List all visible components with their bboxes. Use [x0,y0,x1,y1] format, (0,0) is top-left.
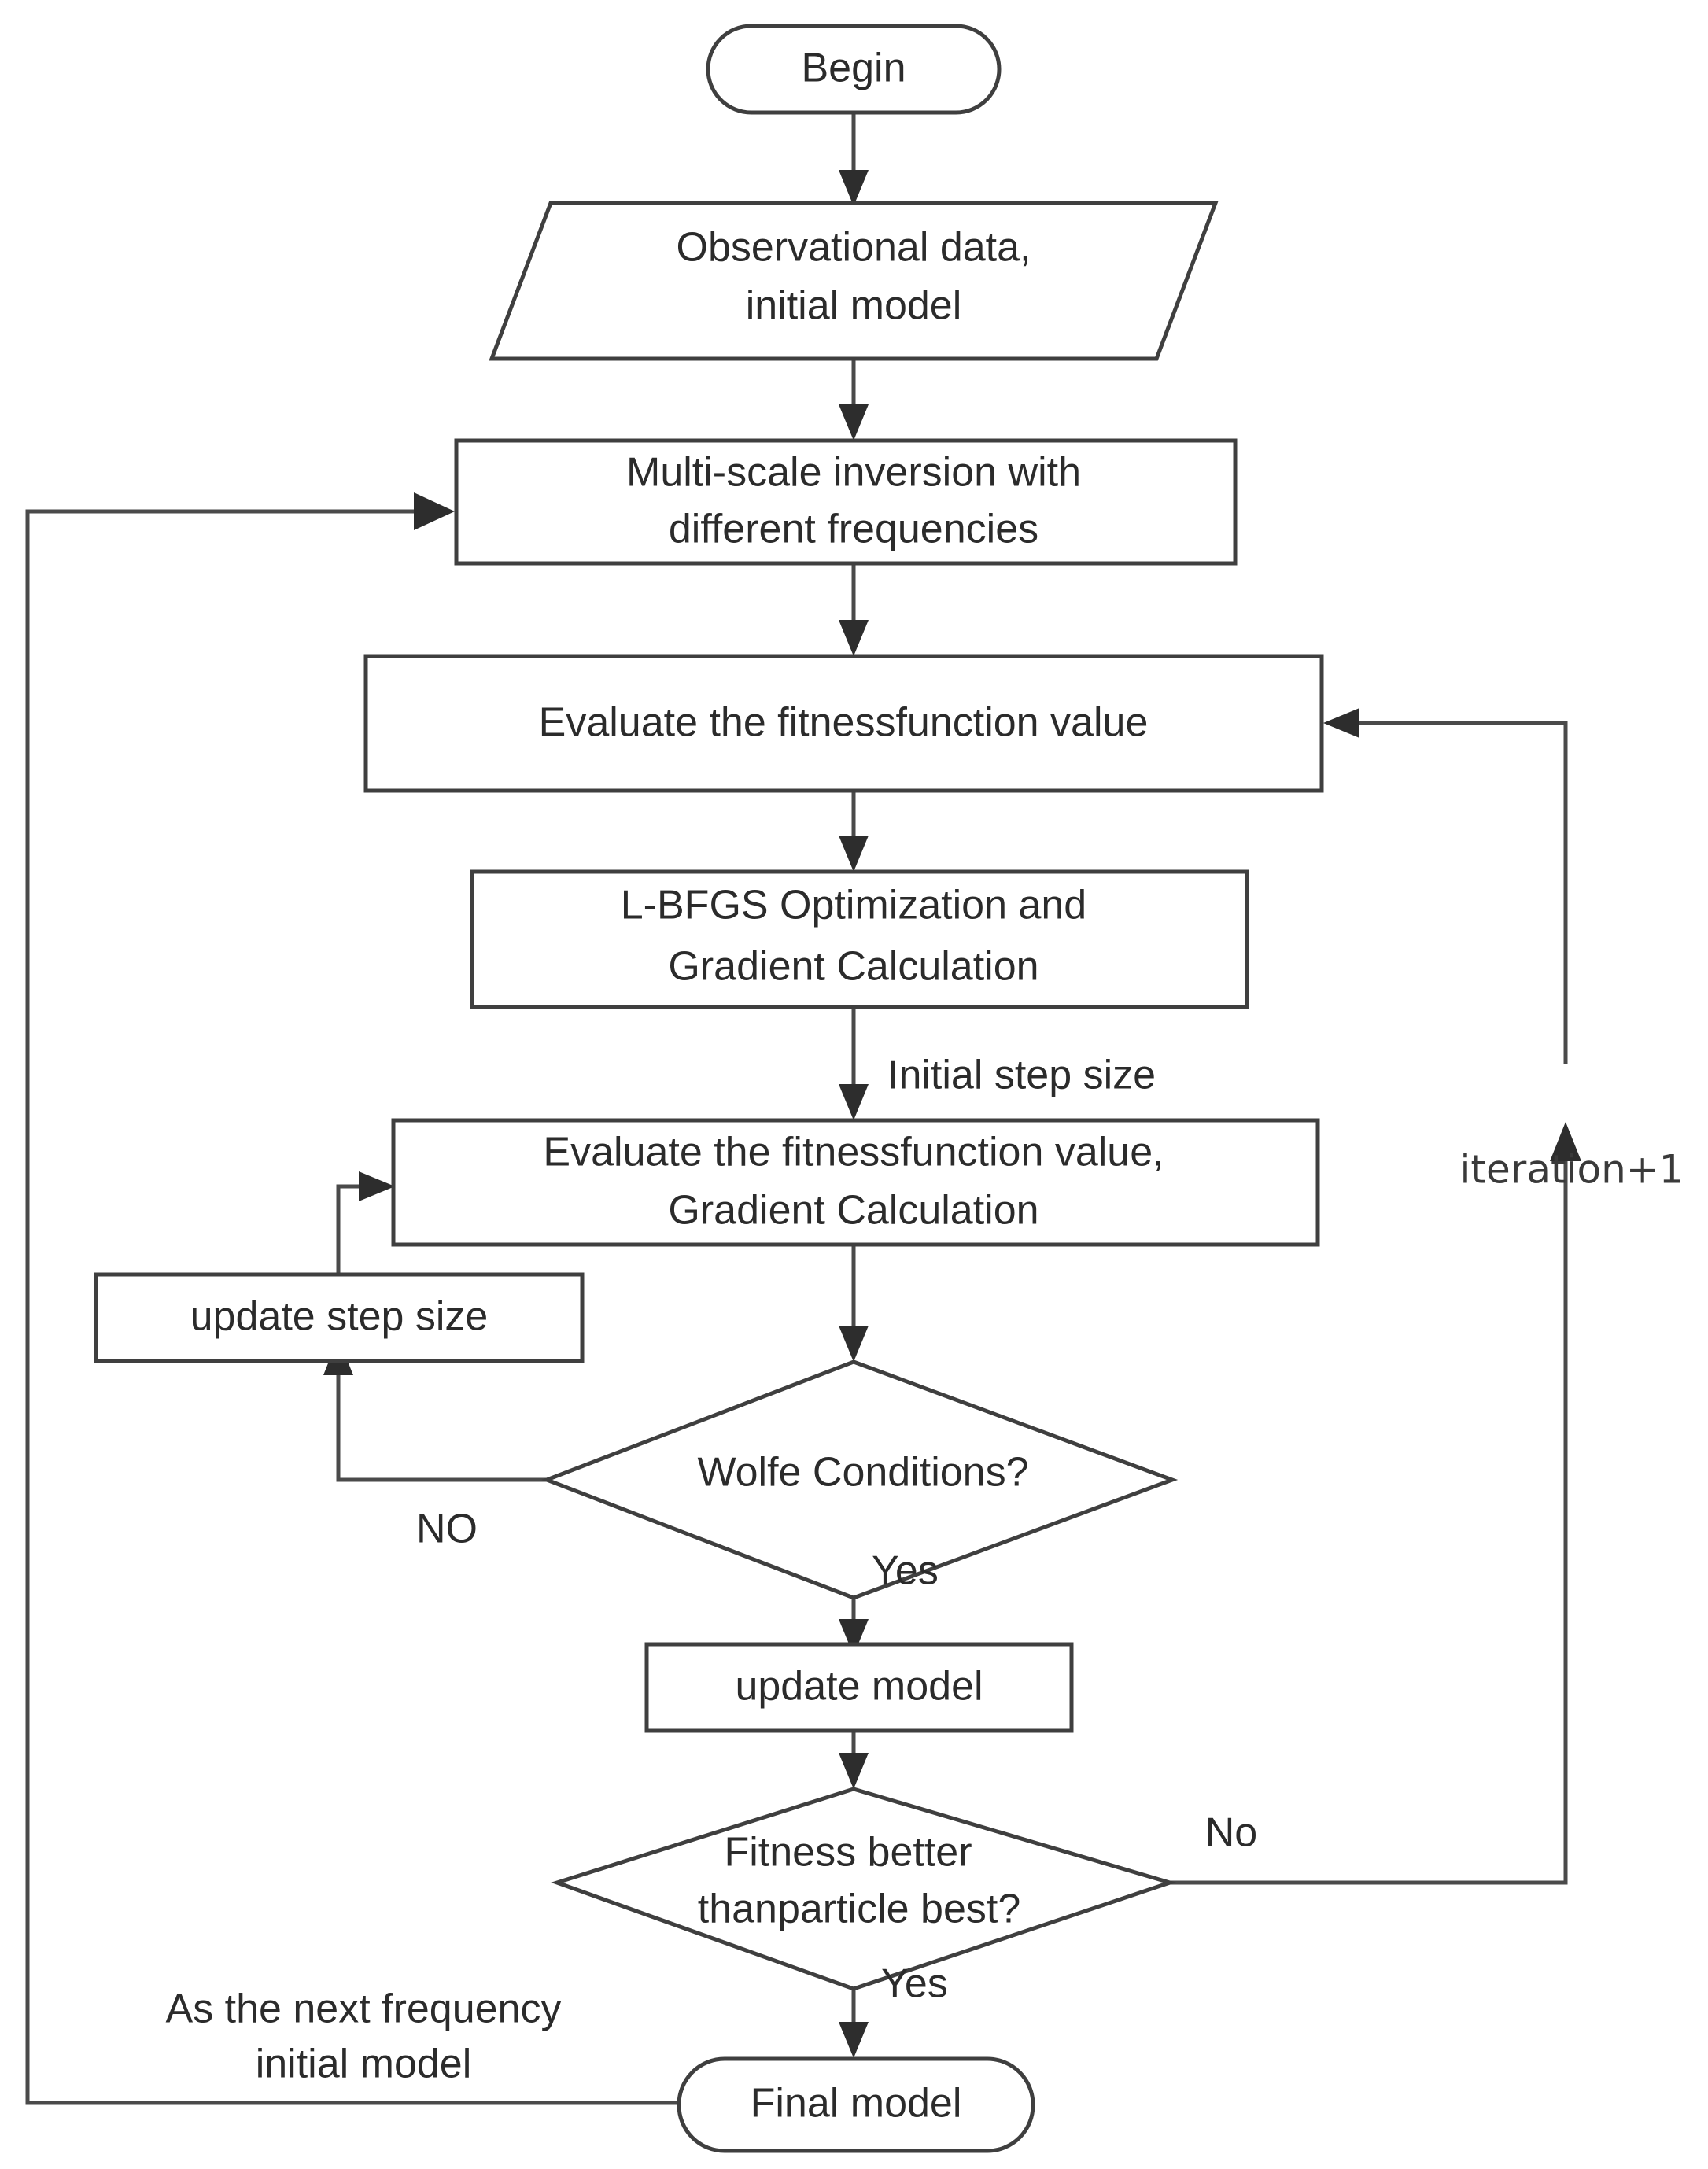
node-final-model-label: Final model [751,2081,962,2127]
node-evaluate2-label-line2: Gradient Calculation [668,1188,1038,1234]
edge-wolfe-yes-to-update-model [839,1597,869,1655]
edge-fitness-yes-to-final-model [839,1989,869,2058]
edge-label-iteration-increment: iteration+1 [1460,1147,1684,1193]
node-fitness-label-line1: Fitness better [724,1830,972,1876]
node-update-model[interactable]: update model [644,1642,1074,1733]
node-update-model-label: update model [735,1664,983,1710]
edge-label-initial-step-size: Initial step size [887,1053,1156,1098]
node-lbfgs-label-line1: L-BFGS Optimization and [621,883,1086,928]
edge-final-model-to-multiscale [25,492,679,2105]
node-begin[interactable]: Begin [706,24,1002,115]
node-evaluate2-label-line1: Evaluate the fitnessfunction value, [543,1130,1164,1175]
node-evaluate-fitness-2[interactable]: Evaluate the fitnessfunction value, Grad… [391,1118,1320,1247]
node-lbfgs-optimization[interactable]: L-BFGS Optimization and Gradient Calcula… [470,869,1249,1009]
edge-label-next-frequency-line1: As the next frequency [166,1986,562,2032]
node-fitness-label-line2: thanparticle best? [698,1887,1021,1932]
node-multiscale-label-line2: different frequencies [669,507,1038,552]
edge-label-fitness-no: No [1205,1810,1257,1856]
edge-label-wolfe-no: NO [416,1507,478,1552]
edge-update-step-to-evaluate2 [336,1171,395,1274]
node-begin-label: Begin [802,46,906,91]
node-fitness-better-check[interactable]: Fitness better thanparticle best? [551,1787,1177,1991]
node-input-data-label-line2: initial model [746,283,962,329]
node-evaluate1-label: Evaluate the fitnessfunction value [539,700,1149,746]
edge-evaluate1-to-lbfgs [839,791,869,872]
edge-evaluate2-to-wolfe [839,1245,869,1362]
edge-fitness-no-iteration-loop [1168,708,1581,1885]
node-evaluate-fitness-1[interactable]: Evaluate the fitnessfunction value [363,654,1324,793]
node-wolfe-conditions[interactable]: Wolfe Conditions? [541,1359,1179,1600]
node-lbfgs-label-line2: Gradient Calculation [668,944,1038,990]
node-update-step-size[interactable]: update step size [94,1272,585,1363]
edge-begin-to-input [839,112,869,206]
node-input-data-label-line1: Observational data, [677,225,1031,271]
edge-label-fitness-yes: Yes [881,1961,948,2007]
edge-label-wolfe-yes: Yes [872,1548,939,1594]
edge-lbfgs-to-evaluate2 [839,1007,869,1120]
edge-update-model-to-fitness [839,1731,869,1789]
edge-input-to-multiscale [839,360,869,441]
node-multiscale-label-line1: Multi-scale inversion with [626,450,1081,496]
edge-label-next-frequency-line2: initial model [256,2042,472,2087]
node-multiscale-inversion[interactable]: Multi-scale inversion with different fre… [454,438,1238,566]
node-input-data[interactable]: Observational data, initial model [489,201,1219,361]
node-final-model[interactable]: Final model [677,2056,1035,2153]
edge-multiscale-to-evaluate1 [839,563,869,656]
node-update-step-size-label: update step size [190,1294,489,1340]
node-wolfe-label: Wolfe Conditions? [697,1450,1028,1496]
